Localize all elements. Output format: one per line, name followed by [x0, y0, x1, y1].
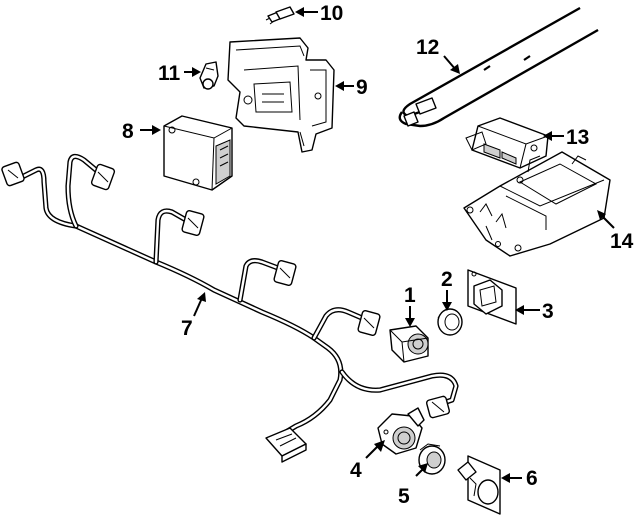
- harness-main-connector: [265, 427, 307, 463]
- harness-connector: [181, 210, 205, 236]
- harness-connector: [425, 395, 451, 419]
- callout-10: 10: [320, 2, 343, 25]
- callout-11: 11: [158, 62, 181, 85]
- harness-connector: [273, 260, 297, 286]
- callout-7: 7: [181, 317, 193, 340]
- parking-sensor: [389, 325, 429, 363]
- clip: [199, 61, 219, 90]
- callout-14: 14: [610, 230, 634, 253]
- harness-connector: [357, 310, 381, 336]
- callout-1: 1: [404, 284, 416, 307]
- sensor-holder: [457, 455, 501, 515]
- callout-8: 8: [122, 120, 134, 143]
- parking-sensor: [377, 407, 425, 455]
- grommet-ring: [437, 308, 463, 336]
- callout-6: 6: [526, 467, 538, 490]
- callout-leaders: [140, 7, 615, 483]
- control-module: [163, 115, 233, 191]
- harness-connector: [90, 163, 116, 191]
- sensor-bracket: [467, 269, 517, 325]
- callout-2: 2: [441, 268, 453, 291]
- bolt: [265, 6, 295, 25]
- callout-9: 9: [356, 76, 368, 99]
- callout-3: 3: [542, 300, 554, 323]
- callout-4: 4: [350, 459, 362, 482]
- bracket: [227, 37, 335, 153]
- antenna-cable: [398, 6, 599, 128]
- mounting-bracket: [463, 151, 611, 257]
- callout-12: 12: [416, 36, 439, 59]
- callout-13: 13: [566, 126, 589, 149]
- switch-module: [465, 117, 549, 169]
- harness-connector: [1, 161, 25, 187]
- callout-5: 5: [398, 485, 410, 508]
- wiring-harness: [17, 153, 459, 435]
